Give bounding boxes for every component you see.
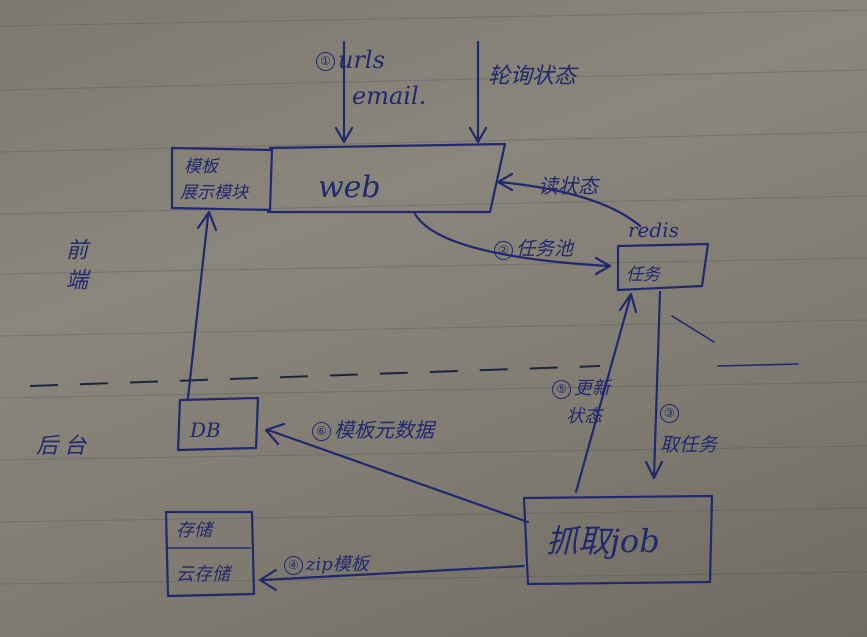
ruled-lines bbox=[0, 9, 867, 585]
task-pool-text: 任务池 bbox=[516, 238, 574, 260]
storage-label-2: 云存储 bbox=[176, 564, 230, 585]
step3-badge: ③ bbox=[660, 403, 679, 423]
redis-box bbox=[616, 242, 710, 292]
web-box bbox=[266, 142, 507, 214]
redis-inner-label: 任务 bbox=[626, 265, 660, 285]
arrow-polling bbox=[468, 40, 488, 144]
arrow-template-metadata bbox=[264, 422, 530, 524]
web-label: web bbox=[318, 170, 381, 205]
arrow-zip-template bbox=[258, 564, 526, 592]
section-divider bbox=[29, 365, 601, 387]
arrow-task-pool bbox=[413, 212, 612, 276]
update-text: 更新 bbox=[574, 378, 610, 399]
job-label: 抓取job bbox=[546, 522, 660, 560]
db-box bbox=[176, 396, 260, 452]
storage-box bbox=[164, 510, 256, 598]
email-label: email. bbox=[352, 82, 427, 110]
arrow-db-to-template bbox=[186, 210, 218, 400]
polling-label: 轮询状态 bbox=[488, 64, 577, 89]
step6-badge: ⑥ bbox=[312, 422, 331, 441]
arrow-update-status bbox=[574, 292, 638, 494]
redis-label: redis bbox=[628, 218, 679, 242]
template-box bbox=[170, 146, 274, 212]
step1-badge: ① bbox=[316, 52, 335, 71]
frontend-label: 前端 bbox=[62, 238, 87, 298]
db-label: DB bbox=[190, 418, 221, 442]
job-box bbox=[522, 494, 714, 586]
template-label-2: 展示模块 bbox=[180, 183, 248, 203]
arrow-urls bbox=[334, 40, 354, 144]
template-meta-text: 模板元数据 bbox=[334, 418, 434, 442]
step2-badge: ② bbox=[494, 240, 513, 260]
arrow-take-task bbox=[644, 290, 664, 480]
arrow-read-status bbox=[496, 172, 642, 228]
urls-label: urls bbox=[338, 46, 385, 74]
take-task-label: 取任务 bbox=[660, 434, 718, 456]
take-task-badge-row: ③ bbox=[660, 402, 682, 423]
template-label-1: 模板 bbox=[184, 157, 218, 177]
storage-label-1: 存储 bbox=[176, 520, 212, 541]
step5-badge: ⑤ bbox=[552, 379, 571, 399]
read-status-label: 读状态 bbox=[538, 174, 598, 198]
section-divider-tail bbox=[717, 363, 799, 367]
step4-badge: ④ bbox=[284, 555, 303, 575]
backend-label: 后台 bbox=[36, 434, 93, 459]
stray-mark bbox=[671, 315, 715, 343]
zip-template-text: zip模板 bbox=[306, 554, 369, 575]
status-label: 状态 bbox=[566, 406, 602, 427]
